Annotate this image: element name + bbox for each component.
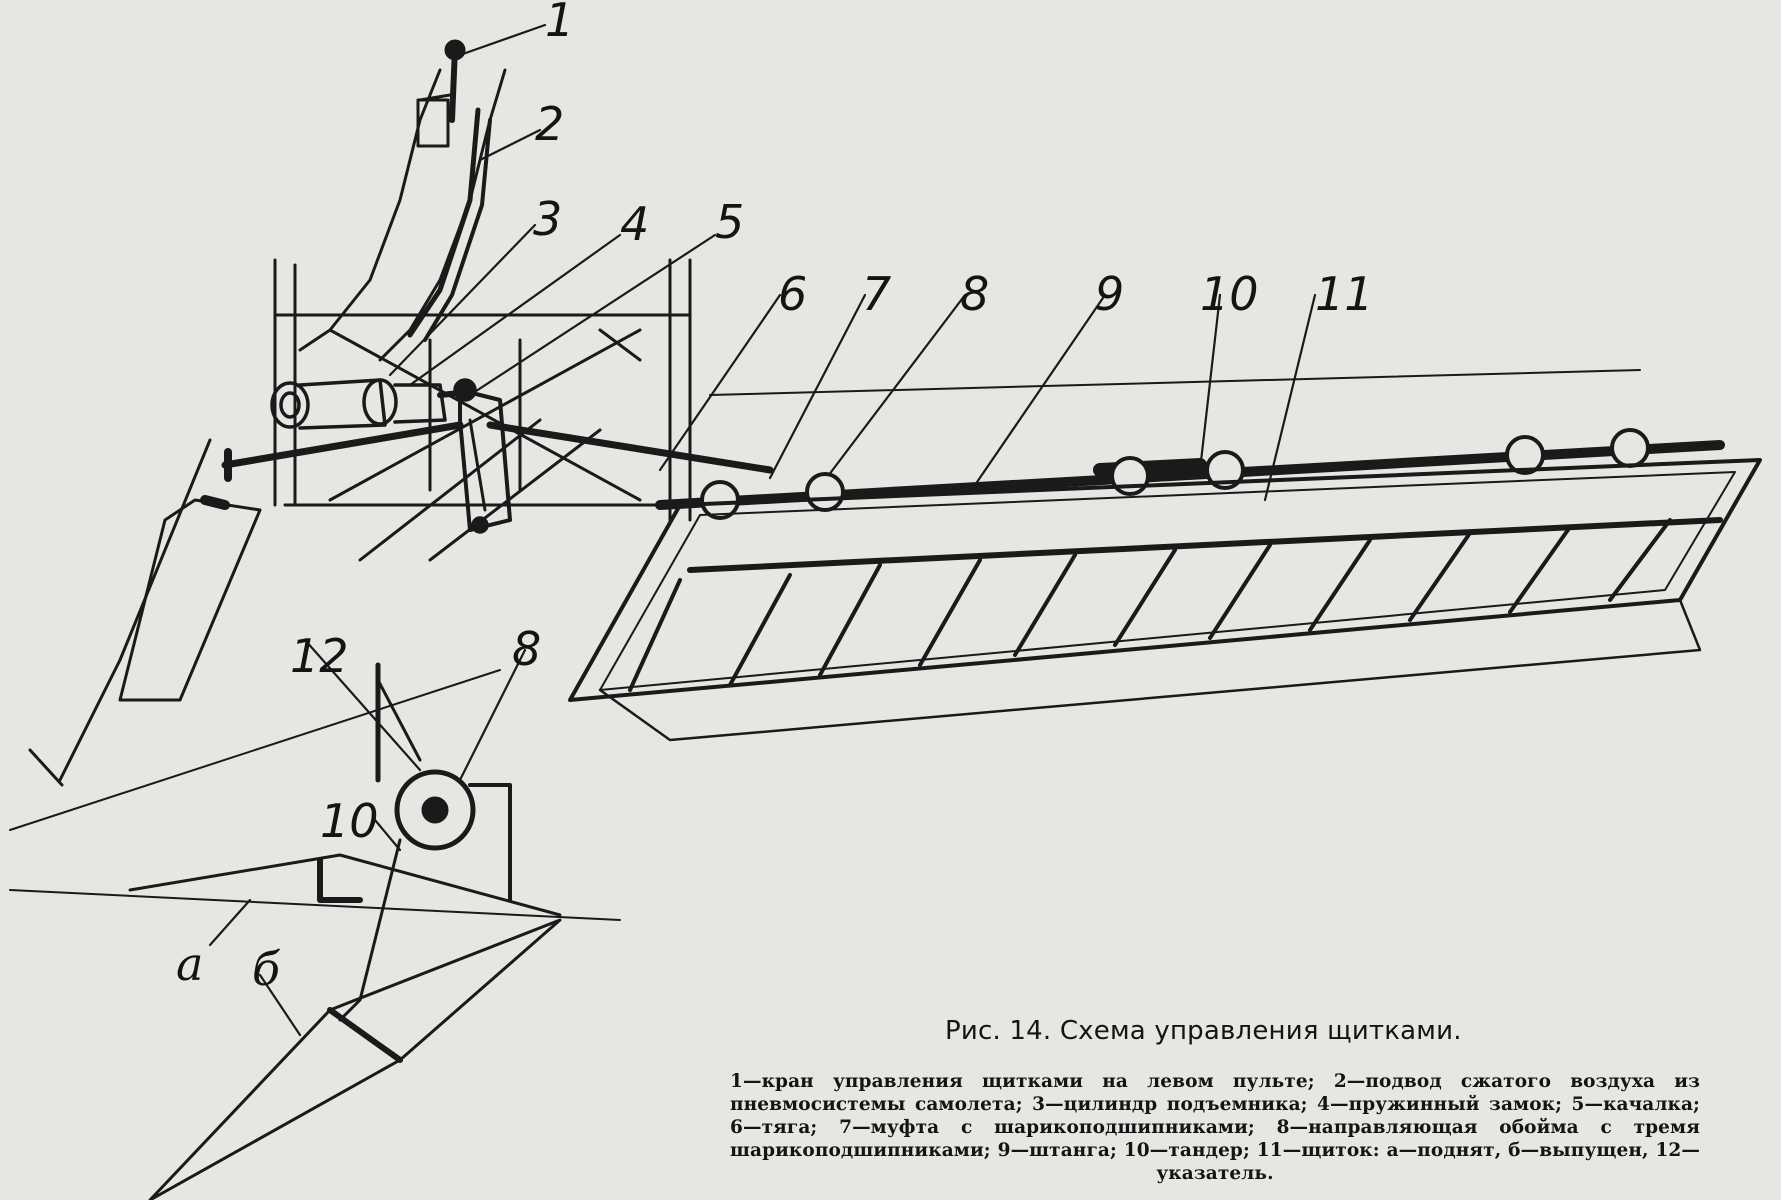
figure-caption: Рис. 14. Схема управления щитками. 1—кра… — [730, 1016, 1700, 1185]
callout-10: 10 — [1200, 267, 1259, 321]
flap-panel — [568, 458, 1762, 742]
callout-1: 1 — [545, 0, 574, 47]
callout-12: 12 — [290, 629, 349, 683]
callout-10-lower: 10 — [320, 794, 379, 848]
fuselage-frame — [273, 258, 692, 562]
callout-a: а — [176, 937, 203, 991]
callout-5: 5 — [715, 195, 744, 249]
wing-reference-lines — [9, 369, 1641, 921]
control-rods — [221, 421, 774, 482]
callout-6: 6 — [778, 267, 807, 321]
callout-4: 4 — [620, 197, 649, 251]
callout-8: 8 — [960, 267, 989, 321]
callout-8-lower: 8 — [512, 622, 541, 676]
caption-legend: 1—кран управления щитками на левом пульт… — [730, 1071, 1700, 1184]
cockpit-control-crane — [298, 39, 507, 362]
callout-2: 2 — [535, 97, 564, 151]
lift-cylinder-assembly — [270, 378, 512, 534]
shaft-couplings — [700, 428, 1650, 520]
callout-3: 3 — [533, 192, 562, 246]
callout-7: 7 — [862, 267, 891, 321]
leader-lines — [208, 23, 1317, 1037]
wing-section-detail — [28, 438, 262, 787]
flap-positions-detail — [128, 662, 562, 1200]
callout-9: 9 — [1095, 267, 1124, 321]
caption-title: Рис. 14. Схема управления щитками. — [945, 1016, 1462, 1046]
callout-b: б — [252, 942, 281, 996]
callout-11: 11 — [1315, 267, 1374, 321]
